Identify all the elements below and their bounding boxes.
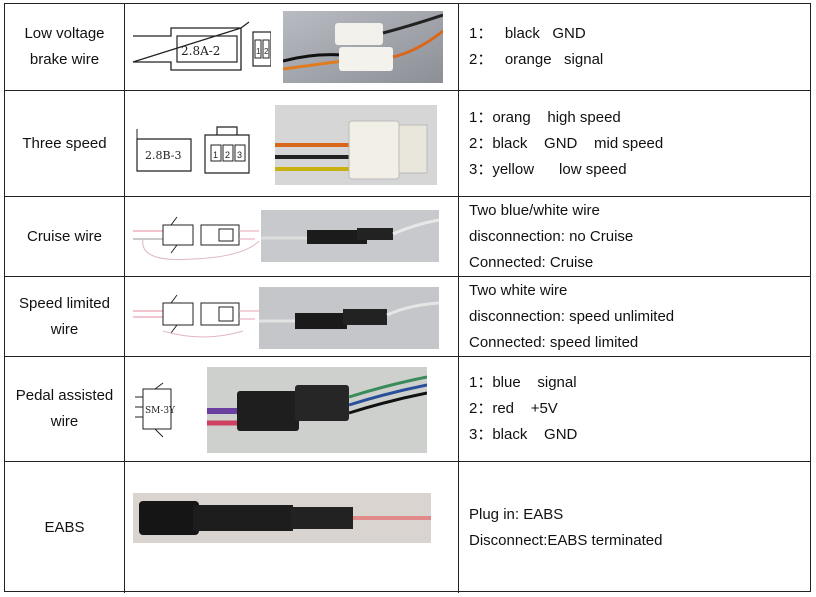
wire-name-cell: Three speed <box>5 91 125 196</box>
wire-name-line: wire <box>50 413 79 430</box>
pin-label: 2 <box>225 150 230 160</box>
description-line: Two white wire <box>469 281 568 299</box>
wire-description-cell: Two white wire disconnection: speed unli… <box>459 277 810 356</box>
illustration-cell: 2.8B-3 1 2 3 <box>125 91 459 196</box>
description-line: 2：red +5V <box>469 400 558 417</box>
wire-name-cell: Pedal assisted wire <box>5 357 125 461</box>
illustration-cell <box>125 197 459 276</box>
description-line: 2： orange signal <box>469 51 604 68</box>
pin-label: 1 <box>256 47 261 56</box>
description-line: 3：yellow low speed <box>469 160 627 178</box>
description-line: Two blue/white wire <box>469 201 600 219</box>
pedal-connector-diagram: SM-3Y <box>135 382 176 438</box>
cruise-connector-diagram <box>133 216 260 261</box>
description-line: 1：blue signal <box>469 374 577 391</box>
description-line: Connected: Cruise <box>469 253 594 271</box>
table-row-cruise-wire: Cruise wire Two blue/white wi <box>5 197 810 277</box>
table-row-pedal-assisted-wire: Pedal assisted wire SM-3Y 1： <box>5 357 810 462</box>
description-line: Plug in: EABS <box>469 505 564 523</box>
illustration-cell <box>125 277 459 356</box>
wire-description-cell: Two blue/white wire disconnection: no Cr… <box>459 197 810 276</box>
illustration-cell: 2.8A-2 1 2 <box>125 4 459 90</box>
description-line: Disconnect:EABS terminated <box>469 531 663 549</box>
table-row-speed-limited-wire: Speed limited wire Two whit <box>5 277 810 357</box>
wire-name-line: EABS <box>44 518 85 536</box>
description-line: Connected: speed limited <box>469 333 639 351</box>
description-line: 2：black GND mid speed <box>469 134 664 152</box>
description-line: disconnection: speed unlimited <box>469 307 675 325</box>
wire-name-line: brake wire <box>29 51 100 68</box>
illustration-cell: SM-3Y <box>125 357 459 461</box>
speed-limited-connector-photo <box>259 287 439 349</box>
wire-description-cell: 1：blue signal 2：red +5V 3：black GND <box>459 357 810 461</box>
wire-name-line: Low voltage <box>24 25 105 42</box>
pin-label: 2 <box>264 47 269 56</box>
wire-name-line: Three speed <box>22 134 107 152</box>
wire-name-cell: Cruise wire <box>5 197 125 276</box>
wire-name-cell: EABS <box>5 462 125 593</box>
pin-label: 1 <box>213 150 218 160</box>
pin-label: 3 <box>237 150 242 160</box>
wire-name-line: wire <box>50 320 79 338</box>
wire-description-cell: Plug in: EABS Disconnect:EABS terminated <box>459 462 810 593</box>
description-line: 1：orang high speed <box>469 108 621 126</box>
wire-name-line: Cruise wire <box>26 227 102 245</box>
wiring-table: Low voltage brake wire 2.8A-2 1 2 <box>4 3 811 593</box>
cruise-connector-photo <box>261 210 439 262</box>
table-row-brake-wire: Low voltage brake wire 2.8A-2 1 2 <box>5 4 810 91</box>
wire-name-line: Pedal assisted <box>15 387 114 404</box>
connector-label: 2.8A-2 <box>181 44 220 58</box>
table-row-eabs: EABS Plug in: EABS Disconnect:EABS termi… <box>5 462 810 593</box>
pedal-connector-photo <box>207 367 427 453</box>
eabs-connector-photo <box>133 493 431 543</box>
wire-name-cell: Speed limited wire <box>5 277 125 356</box>
illustration-cell <box>125 462 459 593</box>
wire-description-cell: 1： black GND 2： orange signal <box>459 4 810 90</box>
wire-name-line: Speed limited <box>19 294 110 312</box>
three-speed-connector-diagram: 2.8B-3 1 2 3 <box>136 126 250 174</box>
brake-connector-photo <box>283 11 443 83</box>
wire-name-cell: Low voltage brake wire <box>5 4 125 90</box>
connector-label: 2.8B-3 <box>145 149 182 162</box>
connector-label: SM-3Y <box>145 406 176 416</box>
description-line: disconnection: no Cruise <box>469 227 634 245</box>
description-line: 1： black GND <box>469 25 586 42</box>
wire-description-cell: 1：orang high speed 2：black GND mid speed… <box>459 91 810 196</box>
three-speed-connector-photo <box>275 105 437 185</box>
brake-connector-diagram: 2.8A-2 1 2 <box>132 21 271 71</box>
table-row-three-speed: Three speed 2.8B-3 1 2 3 <box>5 91 810 197</box>
description-line: 3：black GND <box>469 426 578 443</box>
speed-limited-connector-diagram <box>133 294 259 338</box>
